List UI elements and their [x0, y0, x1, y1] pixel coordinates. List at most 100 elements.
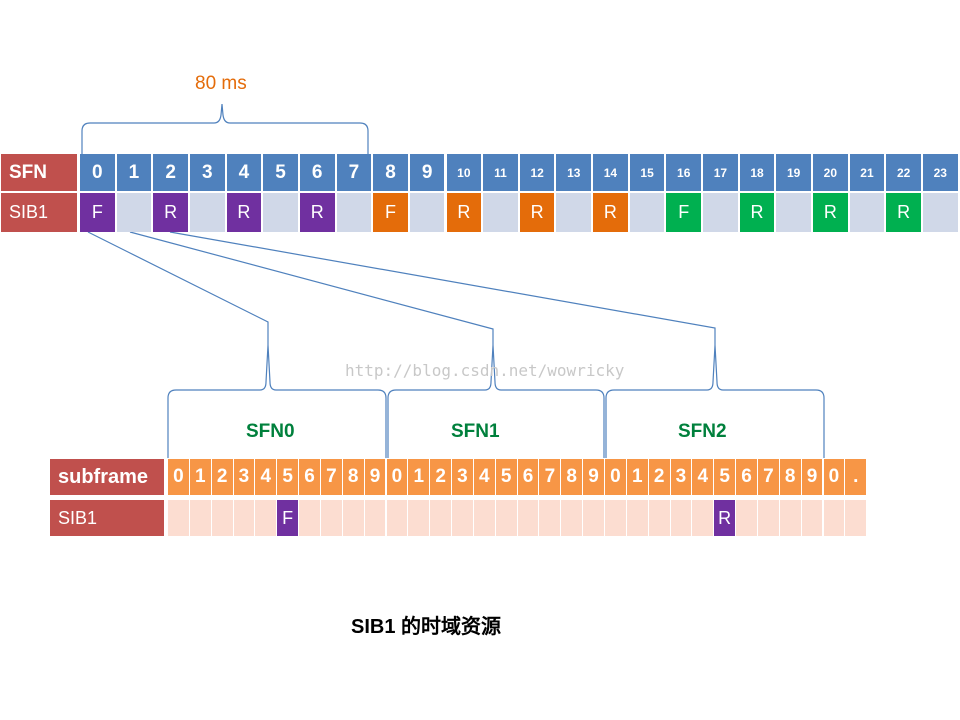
subframe-sib1-cell [299, 500, 320, 536]
subframe-number-cell: 3 [452, 459, 473, 495]
subframe-sib1-cell [561, 500, 583, 536]
sib1-cell [116, 193, 152, 232]
caption: SIB1 的时域资源 [351, 616, 502, 638]
sfn-number-cell: 2 [153, 154, 188, 191]
subframe-sib1-cell [408, 500, 430, 536]
subframe-number-cell: 9 [364, 459, 386, 495]
sib1-cell: R [813, 193, 848, 232]
subframe-number-cell: 0 [168, 459, 189, 495]
subframe-sib1-row-header: SIB1 [50, 500, 164, 536]
subframe-number-cell: 6 [736, 459, 757, 495]
sib1-row-header: SIB1 [1, 193, 77, 232]
sib1-cell [776, 193, 811, 232]
subframe-number-cell: 4 [255, 459, 277, 495]
sib1-cell [409, 193, 445, 232]
subframe-number-cell: . [845, 459, 867, 495]
subframe-sib1-cell [692, 500, 714, 536]
subframe-number-cell: 9 [583, 459, 604, 495]
subframe-sib1-cell [386, 500, 408, 536]
subframe-number-cell: 4 [473, 459, 495, 495]
sib1-cell [483, 193, 518, 232]
sib1-cell [922, 193, 958, 232]
sfn-number-cell: 19 [776, 154, 811, 191]
subframe-row-header: subframe [50, 459, 164, 495]
sfn-number-cell: 0 [80, 154, 115, 191]
subframe-sib1-cell [757, 500, 779, 536]
subframe-number-cell: 1 [626, 459, 648, 495]
subframe-sib1-cell: F [277, 500, 299, 536]
subframe-sib1-cell [605, 500, 626, 536]
subframe-number-cell: 8 [779, 459, 801, 495]
subframe-sib1-cell [233, 500, 255, 536]
sib1-cell [556, 193, 592, 232]
subframe-sib1-cell [320, 500, 342, 536]
sib1-cell: F [666, 193, 702, 232]
subframe-number-cell: 4 [692, 459, 714, 495]
sfn-number-cell: 11 [483, 154, 518, 191]
subframe-number-cell: 2 [211, 459, 233, 495]
sfn-number-cell: 18 [739, 154, 775, 191]
sib1-cell: R [226, 193, 262, 232]
subframe-number-cell: 0 [605, 459, 626, 495]
subframe-sib1-cell [211, 500, 233, 536]
sfn1-label: SFN1 [451, 421, 500, 442]
subframe-sib1-cell [779, 500, 801, 536]
subframe-number-cell: 2 [648, 459, 670, 495]
sib1-cell: R [446, 193, 482, 232]
connector-line-sfn2 [169, 231, 716, 345]
sib1-cell: R [593, 193, 628, 232]
subframe-number-cell: 9 [801, 459, 823, 495]
subframe-number-cell: 1 [189, 459, 211, 495]
subframe-sib1-cell [168, 500, 189, 536]
sib1-cell: F [80, 193, 115, 232]
subframe-sib1-cell [452, 500, 473, 536]
sfn-number-cell: 8 [373, 154, 408, 191]
connector-line-sfn0 [87, 231, 269, 345]
subframe-sib1-cell [342, 500, 364, 536]
subframe-sib1-cell [430, 500, 452, 536]
subframe-number-cell: 5 [714, 459, 736, 495]
subframe-sib1-cell [670, 500, 692, 536]
sib1-cell: R [886, 193, 921, 232]
subframe-sib1-cell [255, 500, 277, 536]
sib1-cell [629, 193, 665, 232]
subframe-number-cell: 3 [233, 459, 255, 495]
sfn-number-cell: 6 [299, 154, 335, 191]
sfn-number-cell: 16 [666, 154, 702, 191]
subframe-number-cell: 5 [495, 459, 517, 495]
sib1-cell: R [153, 193, 188, 232]
sfn2-label: SFN2 [678, 421, 727, 442]
sib1-cell [849, 193, 885, 232]
sfn-number-cell: 14 [593, 154, 628, 191]
watermark: http://blog.csdn.net/wowricky [345, 361, 625, 380]
duration-label: 80 ms [195, 73, 247, 94]
subframe-sib1-cell: R [714, 500, 736, 536]
sfn-number-cell: 3 [189, 154, 225, 191]
sfn-number-cell: 13 [556, 154, 592, 191]
subframe-sib1-cell [583, 500, 604, 536]
subframe-sib1-cell [539, 500, 561, 536]
subframe-number-cell: 0 [823, 459, 845, 495]
sfn-number-cell: 21 [849, 154, 885, 191]
sfn-number-cell: 12 [519, 154, 555, 191]
sib1-cell: R [739, 193, 775, 232]
subframe-number-cell: 1 [408, 459, 430, 495]
subframe-sib1-cell [189, 500, 211, 536]
subframe-sib1-cell [845, 500, 867, 536]
sfn-number-cell: 22 [886, 154, 921, 191]
sfn-number-cell: 7 [336, 154, 372, 191]
subframe-number-cell: 8 [342, 459, 364, 495]
sfn-number-cell: 17 [703, 154, 738, 191]
sfn0-label: SFN0 [246, 421, 295, 442]
sfn-number-cell: 15 [629, 154, 665, 191]
subframe-number-cell: 3 [670, 459, 692, 495]
subframe-number-cell: 7 [757, 459, 779, 495]
sib1-cell: F [373, 193, 408, 232]
sfn-row-header: SFN [1, 154, 77, 191]
subframe-number-cell: 6 [517, 459, 539, 495]
subframe-number-cell: 6 [299, 459, 320, 495]
subframe-number-cell: 7 [320, 459, 342, 495]
connector-line-sfn1 [129, 231, 494, 345]
sib1-cell [189, 193, 225, 232]
